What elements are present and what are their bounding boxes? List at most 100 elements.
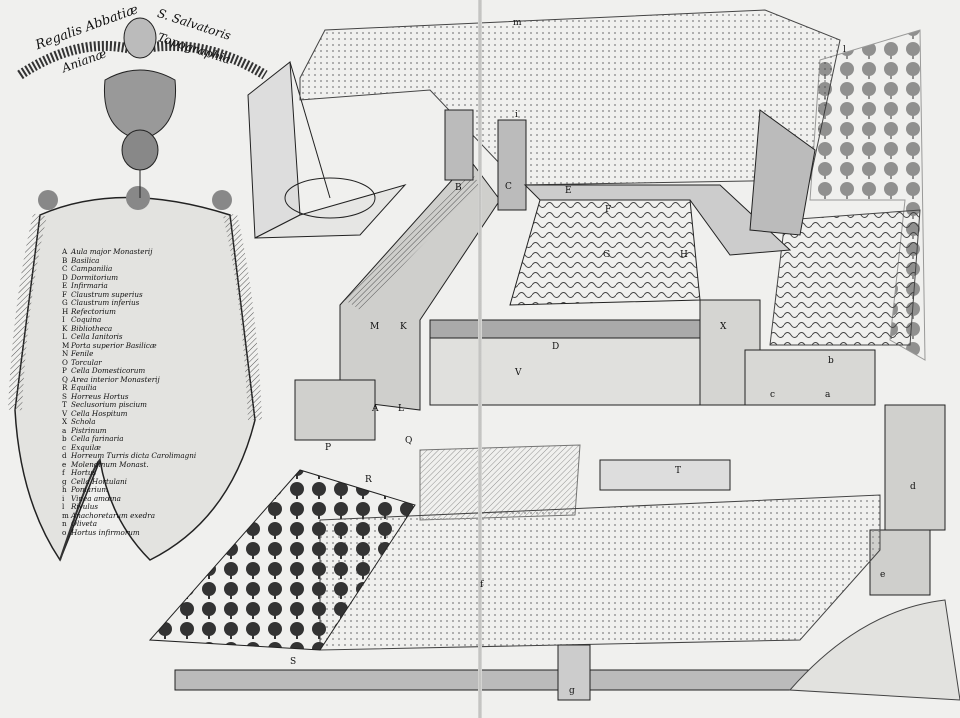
legend-text: Seclusorium piscium bbox=[71, 400, 147, 409]
map-label-Q: Q bbox=[405, 436, 413, 446]
legend-key: L bbox=[62, 332, 67, 341]
legend-text: Coquina bbox=[71, 315, 102, 324]
map-label-T: T bbox=[675, 466, 682, 476]
map-label-K: K bbox=[400, 322, 407, 332]
monastery-buildings bbox=[294, 109, 946, 596]
legend-text: Cella Hospitum bbox=[71, 408, 128, 418]
legend-text: Campanilia bbox=[71, 264, 113, 273]
drapery bbox=[8, 186, 262, 562]
legend-text: Cella Domesticorum bbox=[71, 366, 146, 375]
map-label-D: D bbox=[552, 342, 560, 352]
legend-text: Refectorium bbox=[71, 306, 116, 316]
legend-key: E bbox=[62, 281, 68, 290]
legend-key: K bbox=[62, 323, 68, 333]
map-label-d: d bbox=[910, 482, 916, 492]
legend-text: Anachoretarum exedra bbox=[71, 510, 155, 520]
legend-item: d Horreum Turris dicta Carolimagni bbox=[62, 451, 202, 461]
legend-text: Pomarium bbox=[71, 485, 109, 494]
map-label-X: X bbox=[720, 322, 727, 332]
legend-text: Claustrum superius bbox=[71, 289, 143, 299]
legend-key: a bbox=[62, 425, 67, 435]
legend-key: l bbox=[62, 502, 65, 511]
map-label-A: A bbox=[372, 404, 379, 414]
legend-key: O bbox=[62, 357, 68, 367]
legend-text: Vinea amœna bbox=[71, 493, 121, 503]
legend-text: Aula major Monasterij bbox=[71, 247, 153, 256]
map-label-i: i bbox=[515, 110, 518, 120]
map-label-a: a bbox=[825, 390, 831, 400]
legend-text: Hortus infirmorum bbox=[71, 527, 140, 537]
legend-key: G bbox=[62, 298, 68, 307]
upper-gardens bbox=[299, 9, 926, 361]
legend-item: b Cella farinaria bbox=[62, 434, 202, 444]
legend-key: P bbox=[62, 366, 67, 375]
legend-key: H bbox=[62, 306, 69, 316]
legend-text: Cella Ianitoris bbox=[71, 332, 123, 341]
legend-text: Infirmaria bbox=[71, 281, 108, 290]
map-label-G: G bbox=[603, 250, 611, 260]
legend-key: F bbox=[62, 289, 67, 299]
map-label-P: P bbox=[325, 443, 332, 453]
legend-key: B bbox=[62, 255, 68, 265]
legend-text: Hortus bbox=[71, 468, 97, 477]
lower-gardens bbox=[148, 444, 960, 701]
map-label-b: b bbox=[828, 356, 834, 366]
legend-item: F Claustrum superius bbox=[62, 289, 202, 300]
legend-key: h bbox=[62, 485, 67, 494]
legend-text: Equilia bbox=[71, 383, 97, 392]
legend-item: f Hortus bbox=[62, 468, 202, 478]
legend-key: R bbox=[62, 383, 68, 392]
legend-text: Oliveta bbox=[71, 519, 97, 528]
map-label-H: H bbox=[680, 250, 688, 260]
legend-text: Pistrinum bbox=[71, 425, 107, 435]
legend-key: N bbox=[62, 349, 69, 358]
legend-key: D bbox=[62, 272, 68, 282]
legend-text: Dormitorium bbox=[71, 272, 119, 282]
map-label-L: L bbox=[398, 404, 404, 414]
legend-key: b bbox=[62, 434, 67, 443]
legend-text: Horreum Turris dicta Carolimagni bbox=[71, 451, 197, 460]
legend-item: I Coquina bbox=[62, 315, 202, 325]
map-label-l: l bbox=[843, 45, 846, 55]
legend-item: P Cella Domesticorum bbox=[62, 366, 202, 376]
legend-key: c bbox=[62, 442, 67, 452]
legend-text: Cella farinaria bbox=[71, 434, 124, 443]
legend-key: g bbox=[62, 476, 67, 486]
map-label-m: m bbox=[513, 18, 522, 28]
legend-key: I bbox=[62, 315, 65, 324]
legend-text: Bibliotheca bbox=[71, 323, 113, 333]
map-label-R: R bbox=[365, 475, 372, 485]
legend-text: Area interior Monasterij bbox=[71, 374, 160, 384]
legend-key: V bbox=[62, 408, 68, 418]
legend-text: Rivulus bbox=[71, 502, 99, 511]
legend-key: d bbox=[62, 451, 67, 460]
legend-item: L Cella Ianitoris bbox=[62, 332, 202, 342]
map-label-C: C bbox=[505, 182, 512, 192]
legend-key: C bbox=[62, 264, 68, 273]
legend-text: Porta superior Basilicæ bbox=[71, 340, 157, 350]
legend-item: a Pistrinum bbox=[62, 425, 202, 436]
legend-key: f bbox=[62, 468, 65, 477]
coat-of-arms bbox=[17, 17, 268, 198]
sundial bbox=[247, 61, 407, 239]
legend-key: T bbox=[62, 400, 67, 409]
legend-key: X bbox=[62, 417, 68, 426]
legend-key: M bbox=[62, 340, 70, 350]
legend-item: T Seclusorium piscium bbox=[62, 400, 202, 410]
